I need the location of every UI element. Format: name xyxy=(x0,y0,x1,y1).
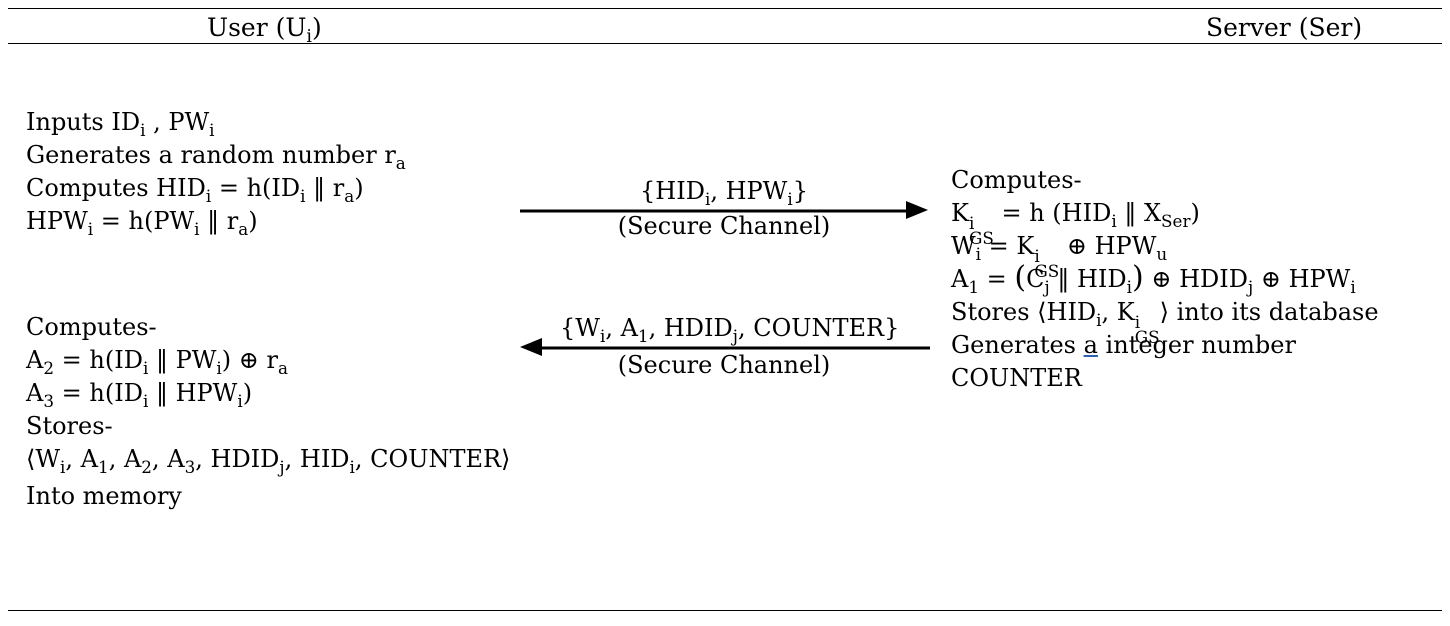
message2-payload: {Wi, A1, HDIDj, COUNTER} xyxy=(560,314,900,346)
arrow-server-to-user xyxy=(520,338,930,356)
user-random-line: Generates a random number ra xyxy=(26,141,406,173)
user-stored-tuple: ⟨Wi, A1, A2, A3, HDIDj, HIDi, COUNTER⟩ xyxy=(26,445,511,477)
server-generate-line: Generates a integer number xyxy=(951,331,1296,359)
user-storage-computation: Computes- A2 = h(IDi ‖ PWi) ⊕ ra A3 = h(… xyxy=(26,311,510,513)
user-hid-line: Computes HIDi = h(IDi ‖ ra) xyxy=(26,174,364,206)
user-a3-line: A3 = h(IDi ‖ HPWi) xyxy=(26,379,253,411)
message2-label: {Wi, A1, HDIDj, COUNTER} xyxy=(560,313,900,346)
user-a2-line: A2 = h(IDi ‖ PWi) ⊕ ra xyxy=(26,346,288,378)
arrow-user-to-server xyxy=(520,201,928,219)
user-registration-inputs: Inputs IDi , PWi Generates a random numb… xyxy=(26,106,406,238)
user-memory-line: Into memory xyxy=(26,482,182,510)
user-input-line: Inputs IDi , PWi xyxy=(26,108,215,140)
message1-payload: {HIDi, HPWi} xyxy=(640,177,808,209)
server-column-header: Server (Ser) xyxy=(1206,13,1363,42)
user-stores-heading: Stores- xyxy=(26,412,113,440)
header-rule xyxy=(8,43,1442,44)
message1-channel: (Secure Channel) xyxy=(617,212,831,240)
server-a1-line: A1 = (Cj ‖ HIDi) ⊕ HDIDj ⊕ HPWi xyxy=(951,260,1356,297)
bottom-rule xyxy=(8,610,1442,611)
message2-channel: (Secure Channel) xyxy=(617,351,831,379)
user-computes-heading: Computes- xyxy=(26,313,157,341)
message1-label: {HIDi, HPWi} xyxy=(621,176,827,209)
user-column-header: User (Ui) xyxy=(207,13,322,48)
server-computes-heading: Computes- xyxy=(951,166,1082,194)
top-rule xyxy=(8,8,1442,9)
user-hpw-line: HPWi = h(PWi ‖ ra) xyxy=(26,207,258,239)
server-counter-line: COUNTER xyxy=(951,364,1082,392)
